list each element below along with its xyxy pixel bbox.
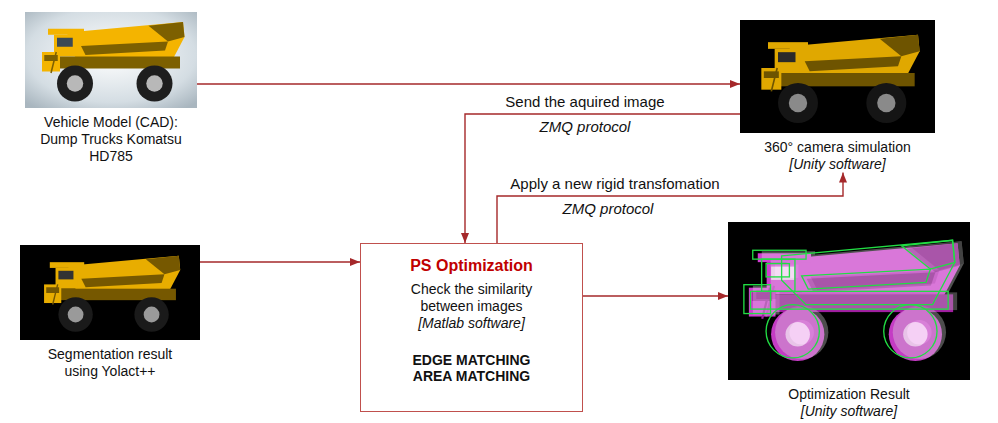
software-note: [Unity software]	[801, 403, 897, 420]
image-caption: Optimization Result	[788, 386, 909, 403]
connector-arrow	[200, 261, 360, 262]
image-panel: Segmentation result using Yolact++	[20, 245, 200, 380]
box-text: Check the similarity between images	[389, 281, 554, 315]
image-panel: Vehicle Model (CAD): Dump Trucks Komatsu…	[25, 12, 197, 164]
image-area	[25, 12, 197, 108]
image-caption: 360° camera simulation	[764, 139, 910, 156]
protocol-note: ZMQ protocol	[561, 200, 656, 218]
process-box: PS OptimizationCheck the similarity betw…	[360, 243, 583, 412]
connector-arrow	[583, 295, 728, 296]
image-area	[740, 20, 935, 133]
camera-render	[740, 20, 935, 133]
image-area	[20, 245, 200, 340]
connector-arrow	[497, 173, 843, 243]
software-note: [Matlab software]	[418, 315, 525, 332]
cad-photo	[25, 12, 197, 108]
image-caption: Vehicle Model (CAD): Dump Trucks Komatsu…	[31, 114, 191, 164]
connector-arrow	[465, 114, 740, 243]
segmentation-image	[20, 245, 200, 340]
connector-arrow	[197, 83, 740, 84]
overlay-result	[728, 222, 970, 380]
image-area	[728, 222, 970, 380]
protocol-note: ZMQ protocol	[538, 118, 633, 136]
edge-label: Apply a new rigid transfomation	[508, 175, 721, 193]
image-panel: 360° camera simulation[Unity software]	[740, 20, 935, 173]
method-name: EDGE MATCHING	[413, 352, 531, 369]
box-title: PS Optimization	[410, 256, 533, 275]
image-caption: Segmentation result using Yolact++	[35, 346, 185, 380]
edge-label: Send the aquired image	[503, 93, 666, 111]
image-panel: Optimization Result[Unity software]	[728, 222, 970, 420]
software-note: [Unity software]	[789, 156, 885, 173]
method-name: AREA MATCHING	[413, 368, 530, 385]
